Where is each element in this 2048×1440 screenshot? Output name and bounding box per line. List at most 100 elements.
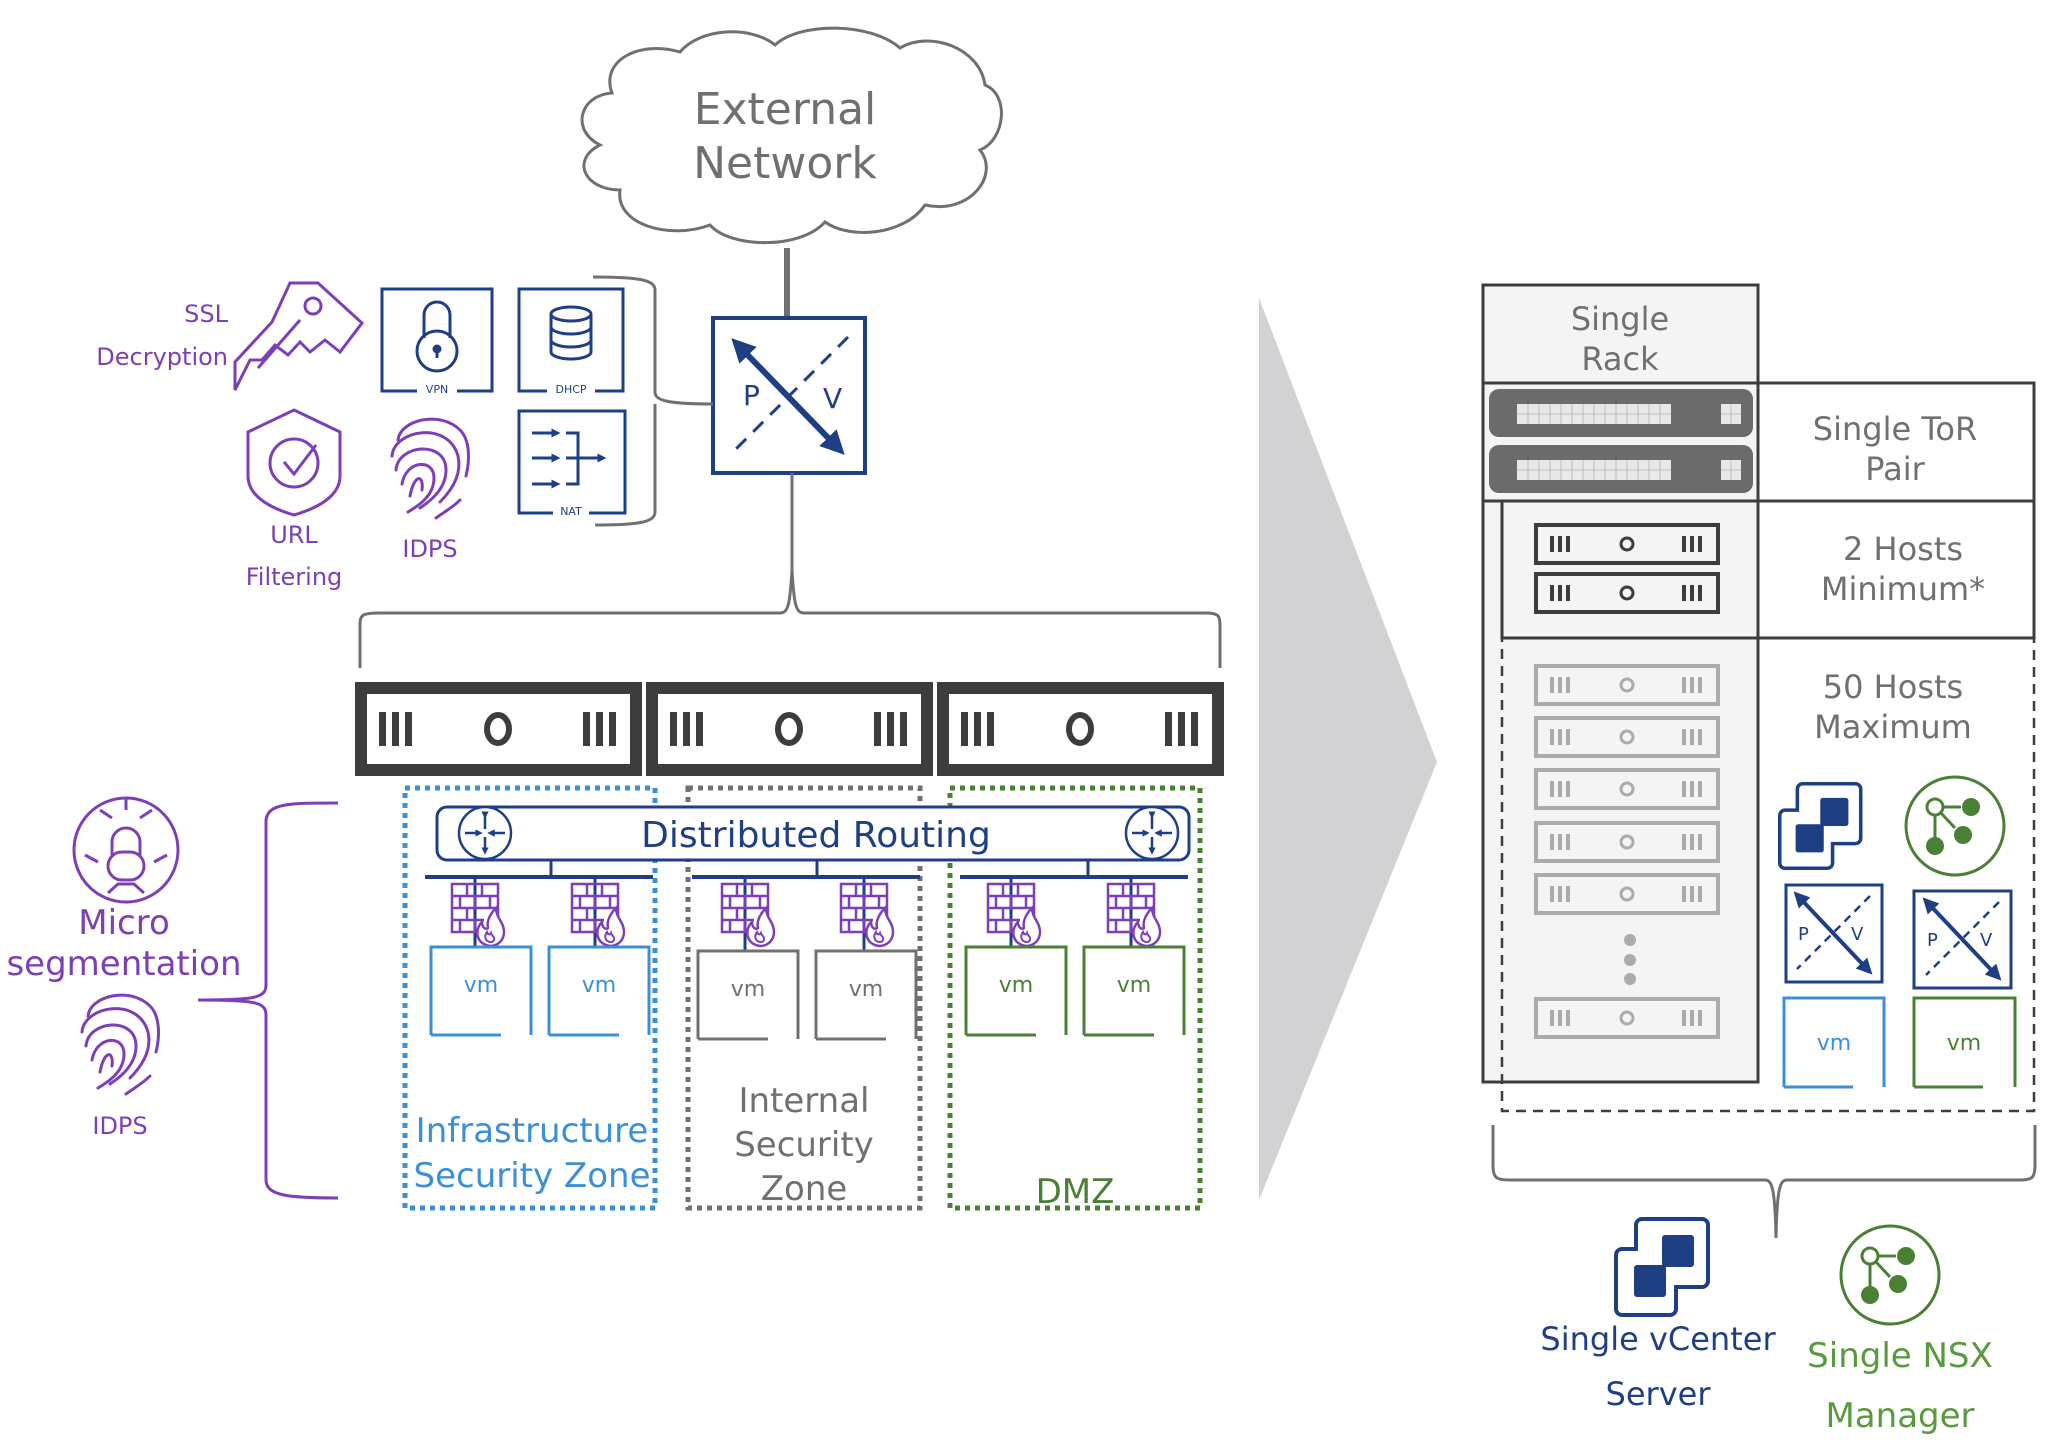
vm-box: vm	[696, 949, 800, 1041]
transition-arrow	[1259, 298, 1437, 1200]
fingerprint-icon	[80, 993, 160, 1096]
max-host	[1534, 821, 1720, 863]
vm-label: vm	[1817, 1031, 1851, 1056]
gateway-mini-1: P V	[1784, 883, 1884, 984]
micro-segmentation-icon	[72, 796, 180, 904]
gateway-v-label: V	[823, 382, 842, 415]
distributed-firewall-icon	[570, 882, 626, 948]
vm-mini-green: vm	[1912, 996, 2017, 1089]
edge-services: SSL Decryption VPN	[96, 275, 714, 591]
host-server-bar	[652, 688, 927, 770]
vcenter-label-line2: Server	[1606, 1375, 1712, 1413]
micro-label-line1: Micro	[78, 903, 170, 943]
zone-internal-line3: Zone	[761, 1169, 848, 1209]
mini-gateway-v: V	[1851, 924, 1864, 945]
vm-label: vm	[582, 973, 616, 998]
vm-box: vm	[429, 945, 533, 1037]
vm-label: vm	[999, 973, 1033, 998]
zone-internal-border	[685, 785, 923, 1211]
mini-gateway-p: P	[1927, 930, 1938, 951]
distributed-routing-label: Distributed Routing	[641, 815, 991, 856]
vm-label: vm	[1117, 973, 1151, 998]
physical-virtual-gateway-icon	[1922, 897, 2002, 981]
distributed-firewall-icon	[450, 882, 506, 948]
distributed-firewall-icon	[1106, 882, 1162, 948]
security-zones: Distributed Routing vm vm vm vm vm vm Infrast…	[402, 785, 1203, 1212]
zone-infrastructure-workloads: vm vm	[425, 860, 653, 1037]
cloud-icon	[580, 26, 1003, 245]
micro-segmentation-group: Micro segmentation IDPS	[6, 796, 339, 1200]
host-bars	[361, 688, 1218, 770]
vm-label: vm	[464, 973, 498, 998]
vm-box: vm	[964, 945, 1068, 1037]
dhcp-label: DHCP	[555, 383, 586, 396]
max-host	[1534, 716, 1720, 758]
micro-brace	[197, 801, 339, 1200]
micro-label-line2: segmentation	[6, 944, 241, 984]
external-network-line2: Network	[693, 138, 877, 189]
zone-dmz-border	[947, 785, 1203, 1211]
vm-label: vm	[849, 977, 883, 1002]
zone-infrastructure-line1: Infrastructure	[416, 1111, 649, 1151]
zone-dmz-label: DMZ	[1036, 1172, 1115, 1212]
zone-infrastructure-border	[402, 785, 658, 1211]
nsx-label-line2: Manager	[1825, 1396, 1974, 1435]
database-icon	[549, 305, 593, 361]
nat-label: NAT	[560, 505, 582, 518]
max-label-line2: Maximum	[1814, 708, 1972, 746]
tor-label-line2: Pair	[1865, 450, 1925, 488]
gateway-mini-2: P V	[1912, 889, 2013, 990]
tor-label-line1: Single ToR	[1813, 410, 1977, 448]
ellipsis-dot	[1624, 973, 1636, 985]
vcenter-label-line1: Single vCenter	[1540, 1320, 1776, 1358]
zone-internal-line2: Security	[734, 1125, 874, 1165]
vcenter-mini-icon	[1778, 782, 1863, 870]
external-network-line1: External	[694, 84, 877, 135]
services-brace	[592, 275, 714, 527]
distributed-firewall-icon	[720, 882, 776, 948]
url-label-line1: URL	[270, 521, 318, 549]
host-server-bar	[943, 688, 1218, 770]
host-server-bar	[361, 688, 636, 770]
idps-top-label: IDPS	[402, 535, 457, 563]
min-host-1	[1534, 523, 1720, 565]
vm-box: vm	[1082, 945, 1186, 1037]
physical-virtual-gateway-icon	[1793, 891, 1873, 975]
vm-mini-blue: vm	[1782, 996, 1886, 1089]
distributed-firewall-icon	[839, 882, 895, 948]
hosts-brace	[358, 569, 1222, 668]
tor-switch-1	[1488, 388, 1754, 438]
max-host	[1534, 768, 1720, 810]
ssl-label-line2: Decryption	[96, 343, 228, 371]
max-host	[1534, 664, 1720, 706]
zone-internal-line1: Internal	[738, 1081, 869, 1121]
url-label-line2: Filtering	[246, 563, 343, 591]
nat-arrows-icon	[532, 428, 607, 489]
vm-box: vm	[814, 949, 918, 1041]
management-brace	[1491, 1125, 2037, 1239]
shield-check-icon	[246, 408, 342, 517]
zone-infrastructure-line2: Security Zone	[414, 1156, 651, 1196]
rack-title-line2: Rack	[1581, 340, 1659, 378]
mini-gateway-p: P	[1798, 924, 1809, 945]
min-host-2	[1534, 572, 1720, 614]
zone-internal-workloads: vm vm	[692, 860, 920, 1041]
nsx-mini-icon	[1904, 775, 2006, 877]
nat-box: NAT	[517, 409, 627, 519]
ssl-label-line1: SSL	[184, 300, 228, 328]
ellipsis-dot	[1624, 954, 1636, 966]
router-icon	[459, 807, 511, 859]
vm-label: vm	[1947, 1031, 1981, 1056]
lock-icon	[415, 300, 459, 373]
min-label-line2: Minimum*	[1821, 570, 1985, 608]
vm-label: vm	[731, 977, 765, 1002]
max-host	[1534, 873, 1720, 915]
max-label-line1: 50 Hosts	[1823, 668, 1963, 706]
rack-title-line1: Single	[1571, 300, 1669, 338]
max-hosts-region	[1500, 636, 2036, 1113]
fingerprint-icon	[390, 417, 470, 520]
dhcp-box: DHCP	[517, 287, 625, 397]
micro-idps-label: IDPS	[92, 1112, 147, 1140]
